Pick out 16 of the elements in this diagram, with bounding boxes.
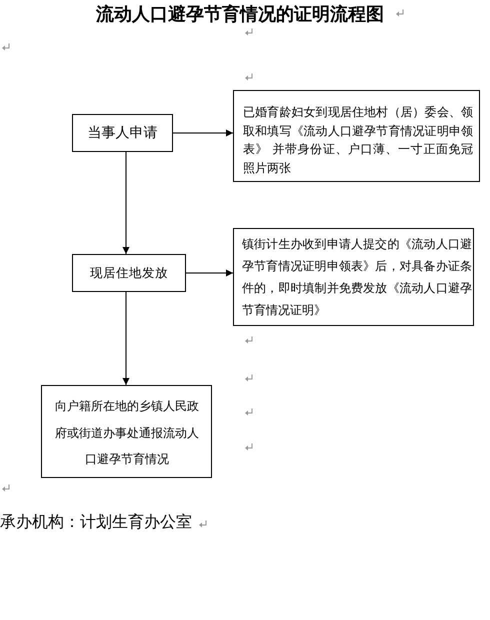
- step-text: 现居住地发放: [89, 264, 169, 282]
- step-text: 向户籍所在地的乡镇人民政府或街道办事处通报流动人口避孕节育情况: [54, 398, 200, 468]
- step-text: 已婚育龄妇女到现居住地村（居）委会、领取和填写《流动人口避孕节育情况证明申领表》 并带身份证、户口薄、一寸正面免冠照片两张: [243, 104, 473, 176]
- diagram-title: 流动人口避孕节育情况的证明流程图: [96, 3, 384, 26]
- step-text: 镇街计生办收到申请人提交的《流动人口避孕节育情况证明申领表》后，对具备办证条件的，即时填制并免费发放《流动人口避孕节育情况证明》: [242, 236, 472, 319]
- process-box: [72, 114, 173, 152]
- process-box: [41, 385, 212, 478]
- arrow: [186, 270, 234, 276]
- step-text: 当事人申请: [86, 124, 158, 143]
- arrow: [122, 292, 130, 386]
- process-box: [72, 254, 186, 292]
- process-box: [233, 90, 480, 182]
- note-text: 承办机构：计划生育办公室: [0, 512, 192, 533]
- process-box: [233, 228, 474, 326]
- arrow: [122, 152, 130, 254]
- arrow: [172, 130, 234, 136]
